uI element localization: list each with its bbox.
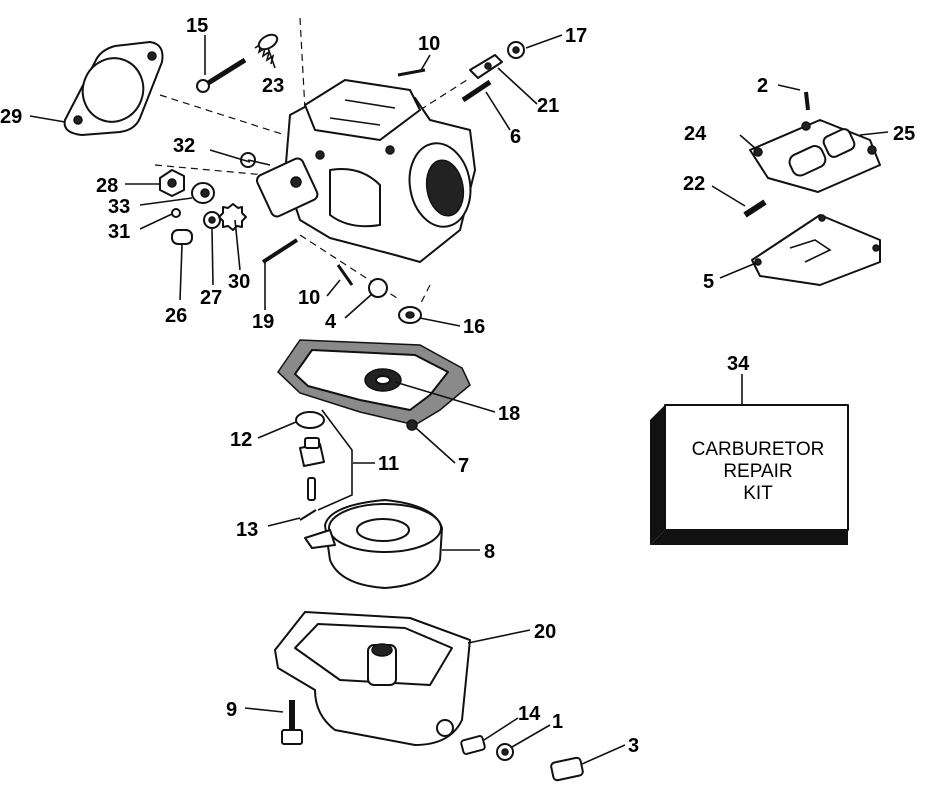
- callout-33: 33: [108, 196, 130, 218]
- callout-11: 11: [378, 453, 399, 475]
- callout-23: 23: [262, 75, 284, 97]
- callout-12: 12: [230, 429, 252, 451]
- callout-25: 25: [893, 123, 915, 145]
- callout-4: 4: [325, 311, 337, 333]
- callout-34: 34: [727, 353, 750, 375]
- callout-21: 21: [537, 95, 559, 117]
- repair-kit-box: CARBURETOR REPAIR KIT: [650, 404, 849, 545]
- callout-27: 27: [200, 287, 222, 309]
- callout-20: 20: [534, 621, 556, 643]
- inlet-needle-and-seat: [295, 409, 353, 521]
- callout-24: 24: [684, 123, 707, 145]
- kit-label-line-3: KIT: [743, 483, 773, 504]
- callout-7: 7: [458, 455, 469, 477]
- callout-8: 8: [484, 541, 495, 563]
- small-hardware-left: [159, 169, 299, 264]
- callout-28: 28: [96, 175, 118, 197]
- kit-label-line-2: REPAIR: [723, 461, 792, 482]
- callout-5: 5: [703, 271, 714, 293]
- callout-3: 3: [628, 735, 639, 757]
- callout-14: 14: [518, 703, 541, 725]
- callout-31: 31: [108, 221, 130, 243]
- callout-9: 9: [226, 699, 237, 721]
- kit-label-line-1: CARBURETOR: [692, 439, 825, 460]
- callout-13: 13: [236, 519, 258, 541]
- top-linkage-parts: [397, 41, 525, 103]
- callout-29: 29: [0, 106, 22, 128]
- bowl-gasket: [277, 339, 471, 431]
- callout-30: 30: [228, 271, 250, 293]
- callout-32: 32: [173, 135, 195, 157]
- callout-17: 17: [565, 25, 587, 47]
- bottom-hardware: [281, 700, 584, 782]
- callout-2: 2: [757, 75, 768, 97]
- callout-10-top: 10: [418, 33, 440, 55]
- callout-15: 15: [186, 15, 208, 37]
- float: [304, 499, 443, 589]
- pump-cover-assembly: [743, 91, 881, 286]
- callout-19: 19: [252, 311, 274, 333]
- leader-lines: [29, 34, 889, 765]
- lower-body-parts: [336, 264, 422, 324]
- callout-16: 16: [463, 316, 485, 338]
- callout-1: 1: [552, 711, 563, 733]
- carburetor-body: [240, 79, 476, 263]
- callout-22: 22: [683, 173, 705, 195]
- float-bowl: [274, 611, 471, 746]
- mounting-gasket: [63, 41, 164, 136]
- callout-26: 26: [165, 305, 187, 327]
- callout-10-lower: 10: [298, 287, 320, 309]
- callout-18: 18: [498, 403, 520, 425]
- callout-labels: 15 23 29 32 28 33 31 26 27 30 19 10 17 2…: [0, 15, 915, 757]
- callout-6: 6: [510, 126, 521, 148]
